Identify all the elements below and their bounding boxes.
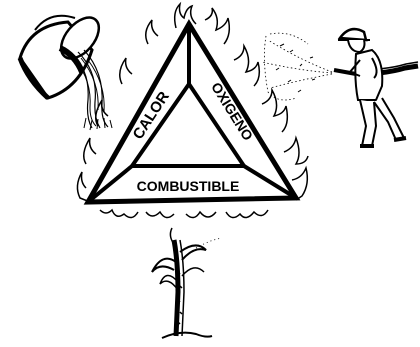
burnt-plant-icon bbox=[152, 228, 222, 338]
fire-triangle bbox=[88, 24, 296, 202]
side-label-combustible: COMBUSTIBLE bbox=[137, 178, 240, 194]
bucket-pouring-water-icon bbox=[20, 11, 112, 130]
